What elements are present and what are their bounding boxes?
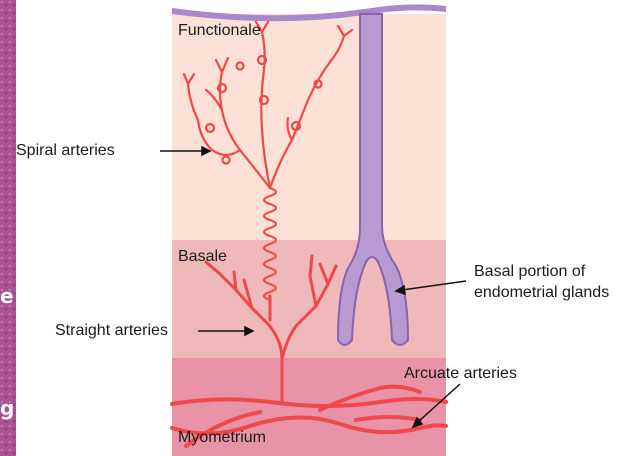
basale-label: Basale: [178, 247, 227, 267]
basal-glands-label-line1: Basal portion of: [474, 262, 585, 282]
histology-strip: [0, 0, 16, 456]
spiral-arteries-label: Spiral arteries: [16, 141, 115, 161]
arcuate-arteries-label: Arcuate arteries: [404, 364, 517, 384]
myometrium-label: Myometrium: [178, 428, 266, 448]
straight-arteries-label: Straight arteries: [55, 321, 168, 341]
strip-glyph-g: g: [0, 396, 14, 420]
strip-glyph-e: e: [0, 284, 14, 308]
basal-glands-label-line2: endometrial glands: [474, 283, 609, 303]
functionale-label: Functionale: [178, 21, 261, 41]
